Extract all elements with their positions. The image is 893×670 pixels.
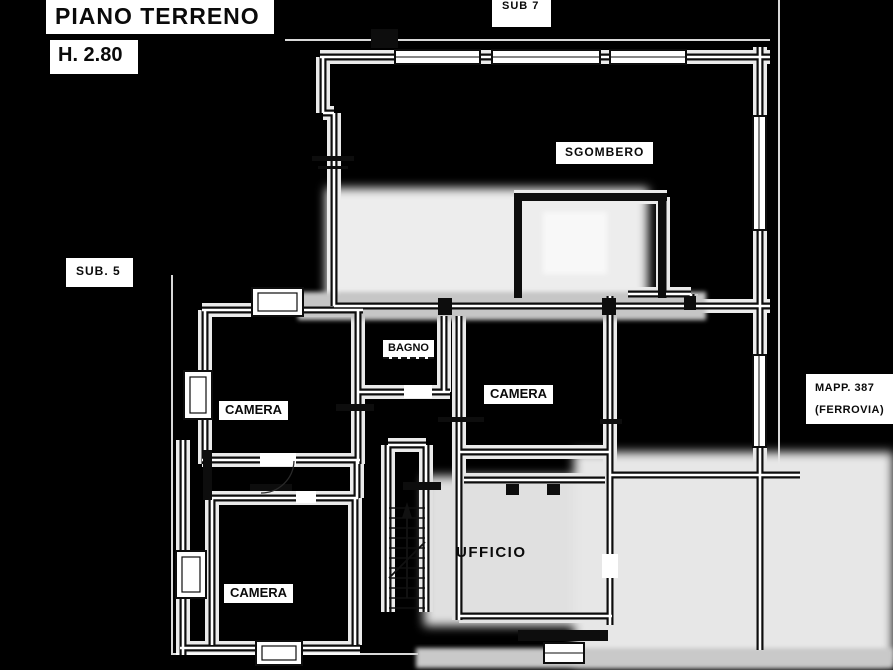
window-symbols <box>175 49 767 666</box>
mapp-number: MAPP. 387 <box>815 382 875 394</box>
parcel-label-sub7: SUB 7 <box>492 0 552 27</box>
stair-arrow-head <box>402 502 412 518</box>
property-boundary-lines <box>171 0 780 655</box>
door-swing-arc <box>260 460 295 494</box>
staircase <box>388 502 426 609</box>
room-label-camera-left: CAMERA <box>219 401 289 420</box>
room-label-camera-right: CAMERA <box>484 385 554 404</box>
ferrovia-note: (FERROVIA) <box>815 403 885 416</box>
parcel-label-mapp387: MAPP. 387 (FERROVIA) <box>806 374 893 425</box>
room-label-sgombero: SGOMBERO <box>556 142 654 164</box>
ceiling-height-label: H. 2.80 <box>50 40 139 74</box>
parcel-label-sub5: SUB. 5 <box>66 258 133 287</box>
room-label-ufficio: UFFICIO <box>456 544 527 561</box>
room-label-bagno: BAGNO <box>383 340 434 359</box>
room-label-camera-bottom: CAMERA <box>224 584 294 603</box>
door-openings <box>260 385 618 578</box>
plan-title: PIANO TERRENO <box>46 0 274 35</box>
wall-detail-blocks <box>203 29 696 641</box>
